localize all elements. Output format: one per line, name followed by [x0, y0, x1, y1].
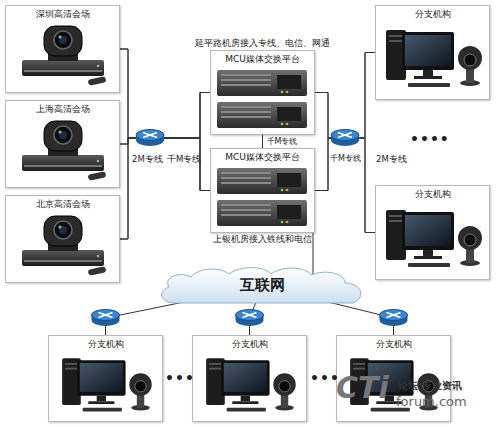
network-line: [315, 53, 375, 191]
ellipsis-dots: •••: [165, 370, 195, 386]
ellipsis-dots: ••••: [410, 131, 450, 147]
network-line: [120, 93, 210, 145]
venue-box: 上海高清会场: [5, 100, 120, 188]
network-line: [313, 233, 314, 275]
node-title: 分支机构: [49, 339, 162, 350]
router-symbol: [331, 130, 359, 147]
router-symbol: [380, 310, 408, 327]
node-title: 分支机构: [193, 339, 306, 350]
network-line: [262, 135, 263, 148]
network-line: [250, 302, 257, 335]
venue-box: 北京高清会场: [5, 195, 120, 283]
mcu-box: 延平路机房接入专线、电信、网通MCU媒体交换平台: [210, 50, 315, 135]
line-label: 2M专线: [376, 154, 407, 164]
line-label: 千M专线: [330, 154, 361, 163]
router-symbol: [136, 130, 164, 147]
line-label: 千M专线: [167, 154, 201, 164]
watermark: CTi: [336, 370, 389, 405]
node-title: MCU媒体交换平台: [211, 152, 314, 163]
network-line: [315, 93, 375, 233]
internet-cloud: 互联网: [155, 265, 370, 307]
node-title: 深圳高清会场: [6, 9, 119, 20]
site-note: 延平路机房接入专线、电信、网通: [171, 38, 354, 49]
branch-box: 分支机构: [375, 185, 490, 280]
mcu-box: MCU媒体交换平台上银机房接入铁线和电信: [210, 148, 315, 233]
node-title: 分支机构: [337, 339, 450, 350]
node-title: MCU媒体交换平台: [211, 54, 314, 65]
edge-label: 千M专线: [267, 137, 298, 147]
network-line: [328, 302, 394, 335]
line-label: 2M专线: [132, 154, 163, 164]
network-line: [106, 302, 185, 335]
watermark: 论坛·专业资讯: [398, 380, 462, 392]
network-line: [120, 138, 210, 239]
branch-box: 分支机构: [192, 335, 307, 422]
ellipsis-dots: •••: [310, 370, 340, 386]
router-symbol: [92, 310, 120, 327]
branch-box: 分支机构: [375, 5, 490, 100]
venue-box: 深圳高清会场: [5, 5, 120, 93]
node-title: 分支机构: [376, 189, 489, 200]
watermark: forum.com: [396, 394, 467, 409]
branch-box: 分支机构: [48, 335, 163, 422]
site-note: 上银机房接入铁线和电信: [171, 234, 354, 245]
node-title: 分支机构: [376, 9, 489, 20]
router-symbol: [236, 310, 264, 327]
node-title: 上海高清会场: [6, 104, 119, 115]
network-line: [315, 138, 375, 233]
node-title: 北京高清会场: [6, 199, 119, 210]
network-line: [120, 49, 210, 191]
network-line: [315, 53, 375, 139]
network-line: [120, 93, 210, 240]
connector-group: [106, 49, 394, 335]
network-line: [120, 138, 210, 191]
network-line: [120, 49, 210, 138]
cloud-label: 互联网: [155, 276, 370, 294]
